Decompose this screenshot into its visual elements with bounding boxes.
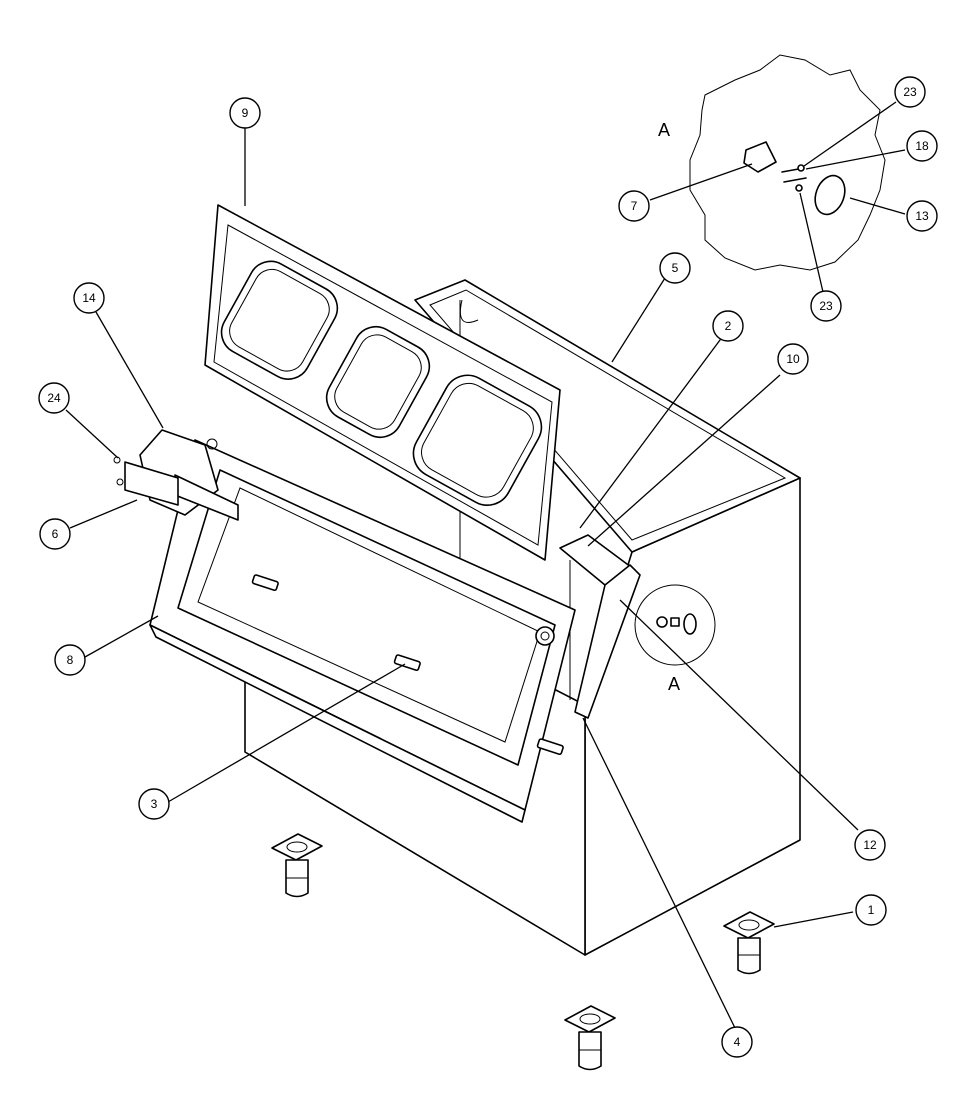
detail-circle-a bbox=[634, 584, 716, 666]
callout-14-label: 14 bbox=[82, 291, 96, 305]
scoop-bracket bbox=[113, 456, 179, 506]
detail-label-a-bottom: A bbox=[668, 674, 680, 694]
callout-23-top: 23 bbox=[894, 76, 926, 108]
callout-9: 9 bbox=[229, 97, 261, 129]
callout-13: 13 bbox=[906, 200, 938, 232]
callout-7-label: 7 bbox=[631, 199, 638, 213]
handles bbox=[251, 574, 564, 756]
leg-front-center bbox=[564, 1005, 616, 1071]
callout-23-bottom: 23 bbox=[810, 290, 842, 322]
callout-6: 6 bbox=[39, 518, 71, 550]
callout-12: 12 bbox=[854, 829, 886, 861]
door-frame bbox=[149, 438, 576, 823]
callout-10-label: 10 bbox=[786, 352, 800, 366]
callout-3-label: 3 bbox=[151, 797, 158, 811]
callout-1-label: 1 bbox=[868, 903, 875, 917]
callout-7: 7 bbox=[618, 190, 650, 222]
callout-5: 5 bbox=[659, 252, 691, 284]
callout-3: 3 bbox=[138, 788, 170, 820]
callout-23-bottom-label: 23 bbox=[819, 299, 833, 313]
callout-12-label: 12 bbox=[863, 838, 877, 852]
detail-label-a-top: A bbox=[658, 120, 670, 140]
callout-13-label: 13 bbox=[915, 209, 929, 223]
detail-view-a-cloud bbox=[689, 54, 886, 271]
callout-10: 10 bbox=[777, 343, 809, 375]
callout-18: 18 bbox=[906, 130, 938, 162]
callout-23-top-label: 23 bbox=[903, 85, 917, 99]
callout-8-label: 8 bbox=[67, 653, 74, 667]
callout-2-label: 2 bbox=[725, 319, 732, 333]
callout-14: 14 bbox=[73, 282, 105, 314]
leg-front-right bbox=[723, 911, 775, 975]
callout-8: 8 bbox=[54, 644, 86, 676]
callout-4: 4 bbox=[721, 1026, 753, 1058]
window-lid bbox=[204, 204, 561, 561]
callout-6-label: 6 bbox=[52, 527, 59, 541]
callout-2: 2 bbox=[712, 310, 744, 342]
callout-5-label: 5 bbox=[672, 261, 679, 275]
callout-9-label: 9 bbox=[242, 106, 249, 120]
callout-1: 1 bbox=[855, 894, 887, 926]
leg-front-left bbox=[271, 833, 323, 898]
callout-24-label: 24 bbox=[47, 391, 61, 405]
callout-18-label: 18 bbox=[915, 139, 929, 153]
leader-lines bbox=[65, 101, 906, 1029]
callout-4-label: 4 bbox=[734, 1035, 741, 1049]
callout-24: 24 bbox=[38, 382, 70, 414]
